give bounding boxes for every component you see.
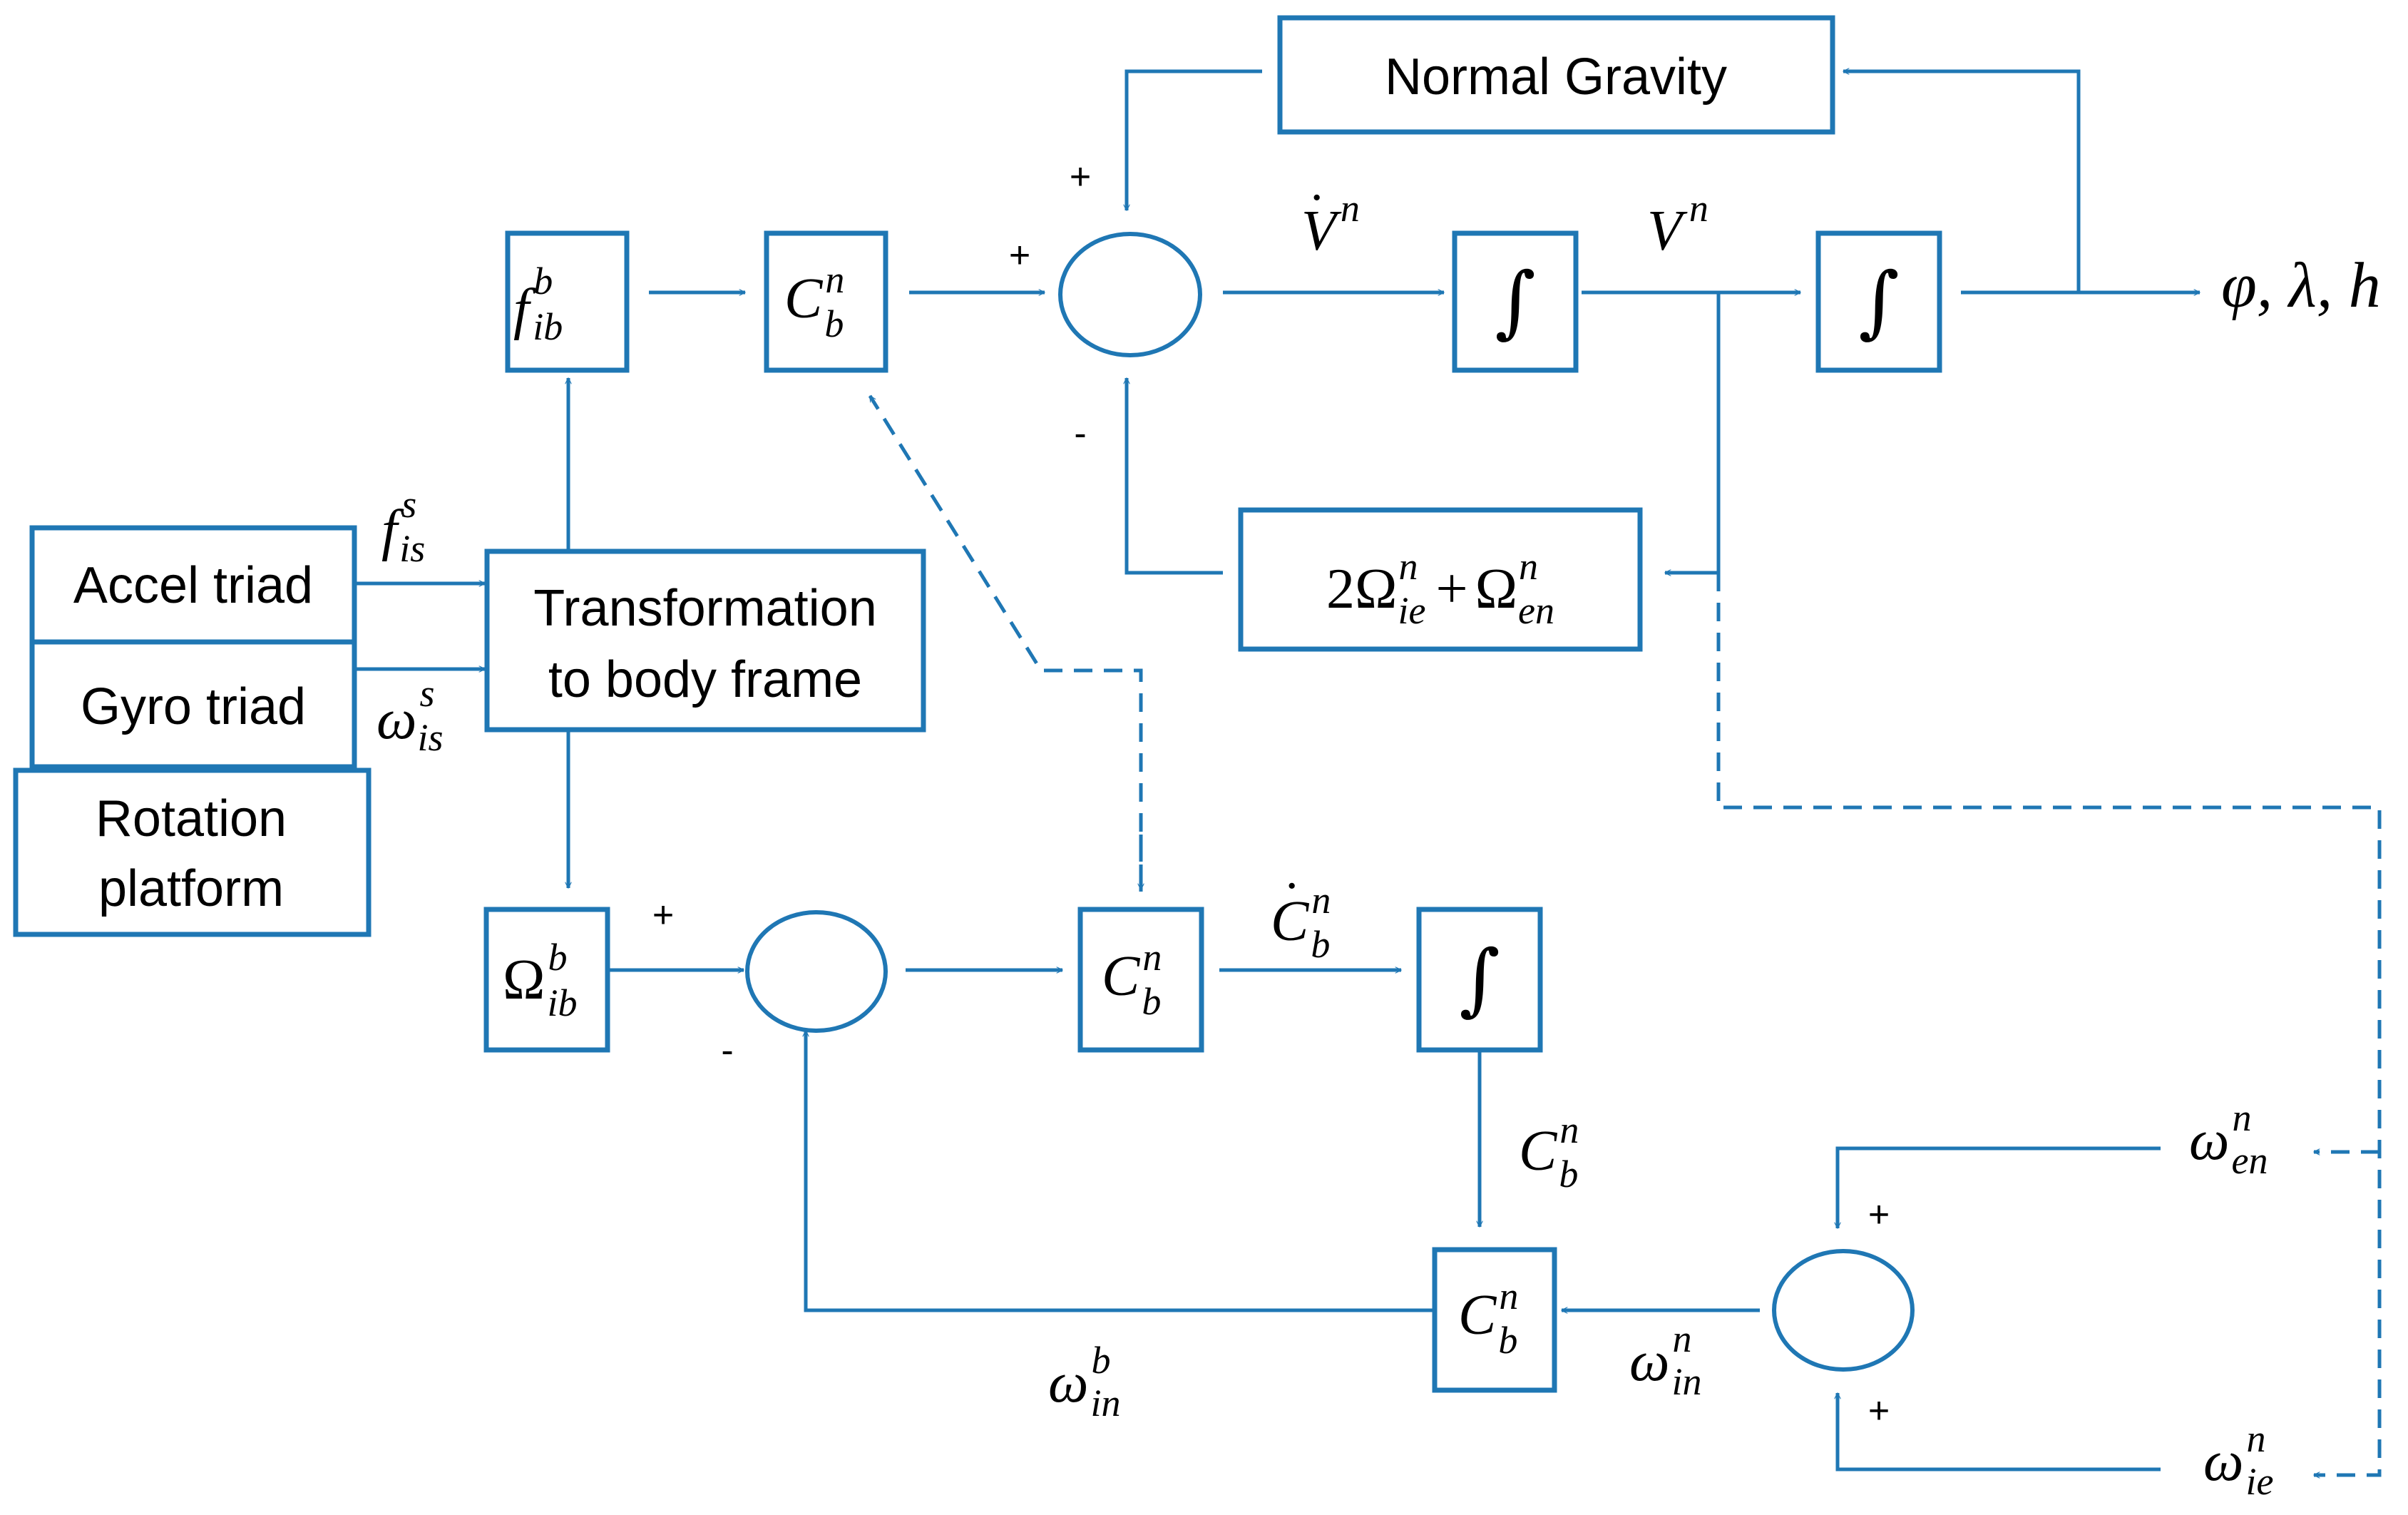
velocity-summing-junction xyxy=(1058,232,1202,357)
svg-text:∫: ∫ xyxy=(1495,255,1535,347)
position-output-label: φ, λ, h xyxy=(2221,250,2381,321)
normal-gravity-label: Normal Gravity xyxy=(1385,49,1727,106)
svg-text:∫: ∫ xyxy=(1858,255,1899,347)
normal-gravity-block: Normal Gravity xyxy=(1277,15,1835,135)
accel-triad-block: Accel triad xyxy=(29,525,357,645)
position-integrator-block: ∫ xyxy=(1815,230,1942,373)
gyro-triad-block: Gyro triad xyxy=(29,639,357,770)
gyro-triad-label: Gyro triad xyxy=(81,678,306,735)
svg-text:∫: ∫ xyxy=(1459,933,1500,1024)
svg-text:+: + xyxy=(1070,156,1091,198)
svg-text:Cnb: Cnb xyxy=(784,258,844,345)
svg-text:+: + xyxy=(1009,235,1030,276)
svg-text:+: + xyxy=(1868,1194,1890,1235)
svg-text:+: + xyxy=(1868,1390,1890,1432)
svg-text:-: - xyxy=(721,1030,733,1071)
velocity-integrator-block: ∫ xyxy=(1452,230,1579,373)
transformation-label-1: Transformation xyxy=(533,580,877,637)
attitude-integrator-block: ∫ xyxy=(1416,907,1543,1053)
dcm-rate-dot: · xyxy=(1284,859,1300,914)
signs: + + - + - + + xyxy=(652,156,1890,1432)
transformation-block: Transformation to body frame xyxy=(484,549,926,733)
connections xyxy=(354,71,2382,1475)
svg-text:Cnb: Cnb xyxy=(1102,936,1162,1023)
svg-text:Cnb: Cnb xyxy=(1458,1275,1518,1362)
svg-text:+: + xyxy=(652,894,674,936)
velocity-rate-dot: · xyxy=(1308,170,1325,225)
accel-triad-label: Accel triad xyxy=(73,557,313,614)
svg-text:-: - xyxy=(1074,413,1086,454)
rotation-platform-block: Rotation platform xyxy=(13,767,372,937)
rotation-platform-label-2: platform xyxy=(98,860,284,917)
rate-summing-junction xyxy=(745,910,888,1033)
navigation-rate-summing-junction xyxy=(1772,1249,1915,1372)
rotation-platform-label-1: Rotation xyxy=(96,790,287,847)
transformation-label-2: to body frame xyxy=(548,651,862,708)
